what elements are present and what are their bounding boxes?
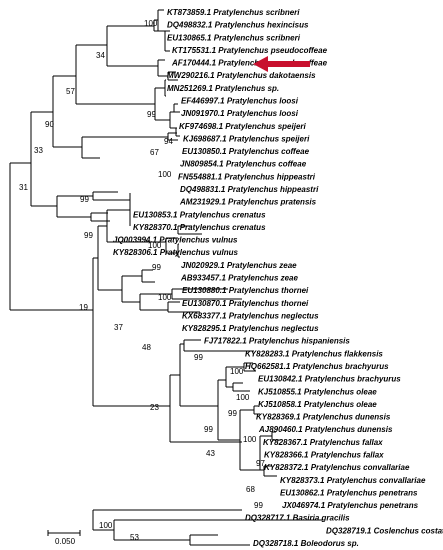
bootstrap-label: 19 (79, 303, 88, 312)
bootstrap-label: 99 (152, 263, 161, 272)
scale-bar: 0.050 (47, 530, 81, 546)
bootstrap-label: 100 (144, 19, 158, 28)
tip-label: AM231929.1 Pratylenchus pratensis (179, 198, 317, 207)
bootstrap-label: 94 (164, 137, 173, 146)
tip-label: DQ328718.1 Boleodorus sp. (253, 539, 359, 548)
bootstrap-label: 68 (246, 485, 255, 494)
bootstrap-label: 34 (96, 51, 105, 60)
tip-label: KY828366.1 Pratylenchus fallax (264, 451, 384, 460)
bootstrap-label: 100 (230, 367, 244, 376)
bootstrap-label: 57 (66, 87, 75, 96)
bootstrap-label: 97 (256, 459, 265, 468)
tip-label: JX046974.1 Pratylenchus penetrans (282, 501, 419, 510)
tree-branches (9, 9, 323, 546)
tip-label: KX683377.1 Pratylenchus neglectus (182, 311, 319, 320)
bootstrap-label: 100 (99, 521, 113, 530)
bootstrap-label: 53 (130, 533, 139, 542)
tip-label: DQ498831.1 Pratylenchus hippeastri (180, 185, 319, 194)
bootstrap-label: 99 (204, 425, 213, 434)
bootstrap-label: 100 (236, 393, 250, 402)
bootstrap-label: 99 (228, 409, 237, 418)
bootstrap-label: 99 (147, 110, 156, 119)
bootstrap-label: 100 (148, 241, 162, 250)
tip-label: MW290216.1 Pratylenchus dakotaensis (167, 71, 316, 80)
bootstrap-label: 90 (45, 120, 54, 129)
tip-label: KY828295.1 Pratylenchus neglectus (182, 324, 319, 333)
tip-label: EU130853.1 Pratylenchus crenatus (133, 210, 266, 219)
tip-label: FJ717822.1 Pratylenchus hispaniensis (204, 337, 350, 346)
tip-label: EU130870.1 Pratylenchus thornei (182, 299, 309, 308)
bootstrap-label: 31 (19, 183, 28, 192)
tip-label: KY828369.1 Pratylenchus dunensis (256, 413, 391, 422)
bootstrap-label: 99 (84, 231, 93, 240)
bootstrap-label: 43 (206, 449, 215, 458)
tip-label: EU130842.1 Pratylenchus brachyurus (258, 375, 401, 384)
tip-label: AB933457.1 Pratylenchus zeae (180, 274, 299, 283)
tip-label: KF974698.1 Pratylenchus speijeri (179, 122, 307, 131)
tip-label: EU130865.1 Pratylenchus scribneri (167, 33, 301, 42)
tip-label: DQ328719.1 Coslenchus costatus (326, 526, 443, 535)
tip-label: JN091970.1 Pratylenchus loosi (181, 109, 299, 118)
tip-label: MN251269.1 Pratylenchus sp. (167, 84, 279, 93)
tip-label: EU130850.1 Pratylenchus coffeae (182, 147, 310, 156)
scale-bar-label: 0.050 (55, 537, 76, 546)
bootstrap-label: 37 (114, 323, 123, 332)
tip-label: KT873859.1 Pratylenchus scribneri (167, 8, 300, 17)
tip-label: KY828372.1 Pratylenchus convallariae (264, 463, 410, 472)
tip-label: KY828306.1 Pratylenchus vulnus (113, 248, 239, 257)
bootstrap-values: 100 34 57 90 99 67 94 100 33 31 99 99 10… (19, 19, 265, 542)
tip-label: KJ698687.1 Pratylenchus speijeri (183, 134, 310, 143)
tip-label: JN020929.1 Pratylenchus zeae (181, 261, 297, 270)
tip-label: DQ328717.1 Basiria gracilis (245, 514, 350, 523)
tip-labels: KT873859.1 Pratylenchus scribneriDQ49883… (113, 8, 443, 548)
bootstrap-label: 48 (142, 343, 151, 352)
tip-label: KY828367.1 Pratylenchus fallax (263, 438, 383, 447)
highlight-arrow-icon (253, 56, 310, 72)
tip-label: JQ003994.1 Pratylenchus vulnus (113, 236, 238, 245)
tip-label: KY828370.1 Pratylenchus crenatus (133, 223, 266, 232)
tip-label: FN554881.1 Pratylenchus hippeastri (178, 172, 316, 181)
tip-label: AF170444.1 Pratylenchus pseudocoffeae (171, 59, 328, 68)
bootstrap-label: 100 (158, 170, 172, 179)
tip-label: EU130880.1 Pratylenchus thornei (182, 286, 309, 295)
tip-label: JN809854.1 Pratylenchus coffeae (180, 160, 307, 169)
tip-label: KY828283.1 Pratylenchus flakkensis (245, 349, 383, 358)
bootstrap-label: 99 (194, 353, 203, 362)
tip-label: EF446997.1 Pratylenchus loosi (181, 97, 299, 106)
tip-label: KT175531.1 Pratylenchus pseudocoffeae (172, 46, 328, 55)
bootstrap-label: 100 (243, 435, 257, 444)
tip-label: EU130862.1 Pratylenchus penetrans (280, 488, 418, 497)
bootstrap-label: 100 (158, 293, 172, 302)
bootstrap-label: 99 (80, 195, 89, 204)
tip-label: KJ510858.1 Pratylenchus oleae (258, 400, 377, 409)
tip-label: HQ662581.1 Pratylenchus brachyurus (245, 362, 389, 371)
tip-label: KY828373.1 Pratylenchus convallariae (280, 476, 426, 485)
tip-label: KJ510855.1 Pratylenchus oleae (258, 387, 377, 396)
tip-label: DQ498832.1 Pratylenchus hexincisus (167, 21, 309, 30)
bootstrap-label: 67 (150, 148, 159, 157)
bootstrap-label: 23 (150, 403, 159, 412)
bootstrap-label: 99 (254, 501, 263, 510)
tip-label: AJ890460.1 Pratylenchus dunensis (258, 425, 393, 434)
bootstrap-label: 33 (34, 146, 43, 155)
